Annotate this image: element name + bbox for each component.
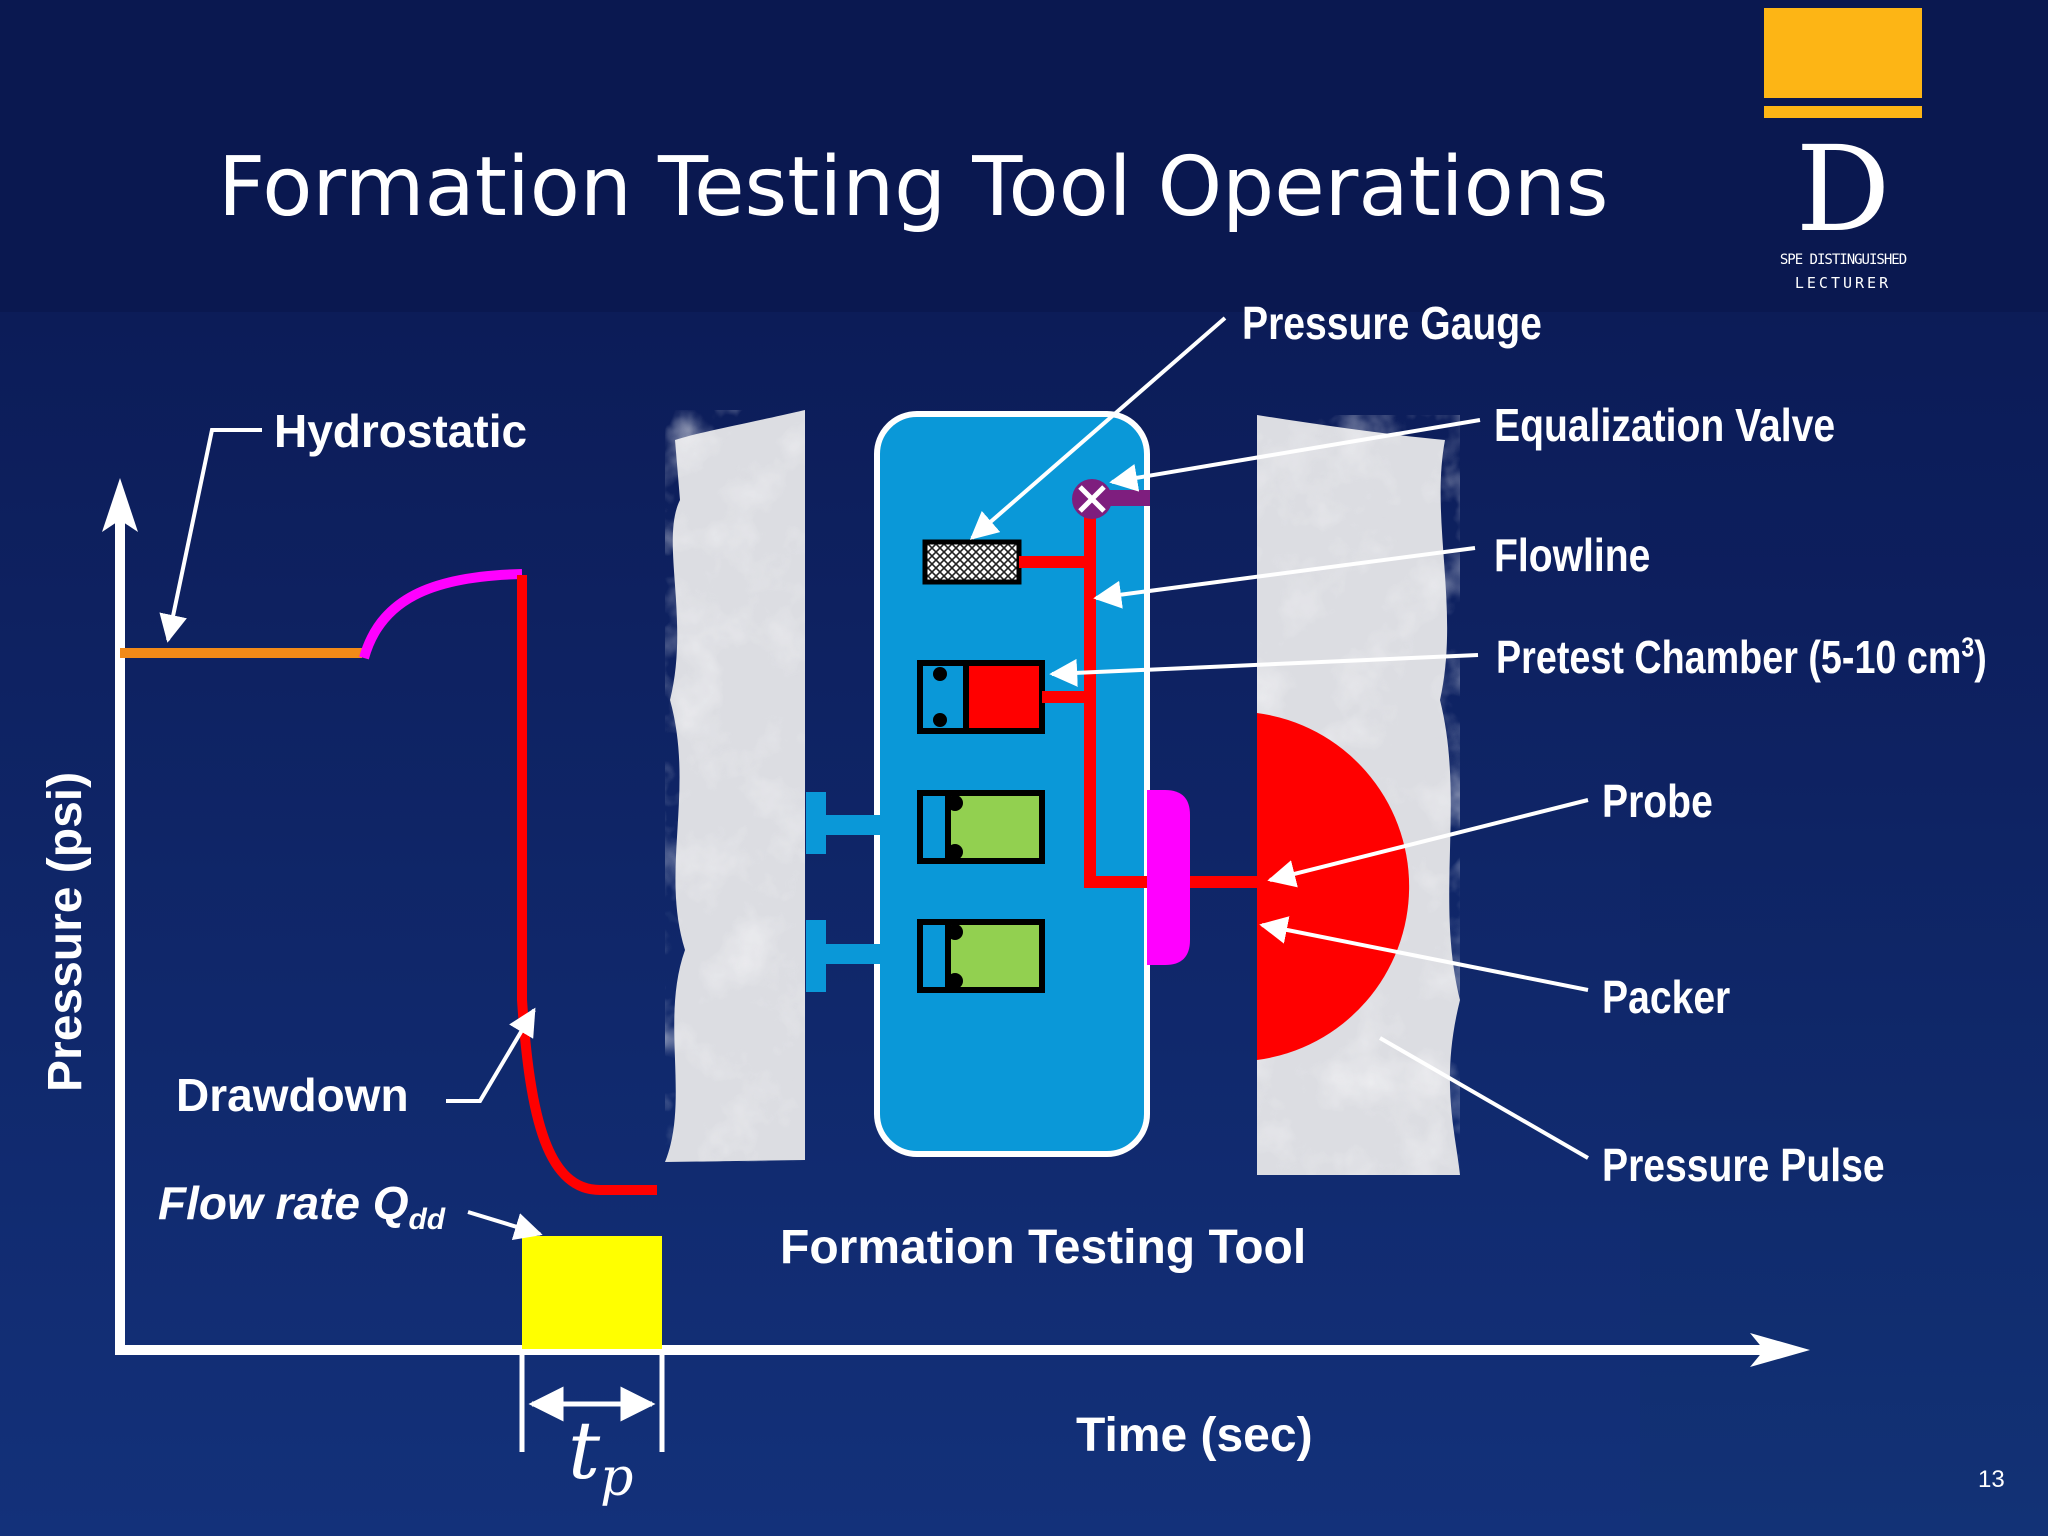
flow-rate-arrow (467, 1210, 543, 1241)
packer-backing (1147, 790, 1190, 965)
pretest-chamber (917, 660, 1045, 734)
drawdown-arrow (446, 1007, 536, 1103)
logo-line1: SPE DISTINGUISHED (1779, 252, 1907, 268)
label-probe: Probe (1602, 775, 1713, 827)
setting-piston-upper (806, 792, 920, 854)
flow-rate-text: Flow rate Q (158, 1177, 409, 1229)
piston-upper (917, 790, 1045, 864)
logo-line2: LECTURER (1794, 274, 1892, 292)
equalization-valve (1072, 479, 1150, 519)
hydrostatic-arrow (159, 428, 262, 643)
tool-body (874, 411, 1150, 1157)
slide-title: Formation Testing Tool Operations (218, 140, 1609, 235)
page-number: 13 (1978, 1466, 2005, 1493)
label-tool-caption: Formation Testing Tool (780, 1221, 1307, 1274)
x-axis-label: Time (sec) (1076, 1409, 1313, 1462)
flowline (1019, 505, 1262, 888)
label-pretest-chamber: Pretest Chamber (5-10 cm3) (1496, 630, 1987, 684)
label-equalization-valve: Equalization Valve (1494, 399, 1836, 451)
label-hydrostatic: Hydrostatic (274, 405, 528, 457)
tp-main: t (568, 1404, 601, 1497)
label-flow-rate: Flow rate Qdd (158, 1176, 445, 1237)
tp-dimension (519, 1355, 665, 1452)
y-axis-label: Pressure (psi) (39, 771, 92, 1092)
logo-letter: D (1795, 120, 1891, 258)
pressure-gauge (922, 539, 1022, 585)
piston-lower (917, 919, 1045, 993)
pretest-superscript: 3 (1961, 631, 1975, 663)
pretest-text: Pretest Chamber (5-10 cm (1496, 631, 1962, 683)
tp-label: tp (568, 1404, 633, 1508)
logo-gold-bar (1764, 106, 1922, 118)
spe-logo: D SPE DISTINGUISHED LECTURER (1764, 8, 1922, 308)
setting-piston-lower (806, 920, 920, 992)
flow-rate-box (522, 1236, 662, 1349)
label-pressure-pulse: Pressure Pulse (1602, 1139, 1885, 1191)
y-axis-arrowhead (102, 478, 138, 532)
label-packer: Packer (1602, 971, 1731, 1023)
leader-lines (969, 316, 1589, 1160)
pretest-close: ) (1974, 631, 1987, 683)
tp-subscript: p (600, 1448, 634, 1508)
buildup-curve (359, 569, 523, 660)
title-band (0, 0, 2048, 312)
drawdown-curve (517, 575, 657, 1195)
flow-rate-subscript: dd (408, 1203, 446, 1237)
label-pressure-gauge: Pressure Gauge (1242, 297, 1542, 349)
probe-packer (1257, 713, 1410, 1060)
x-axis-arrowhead (1750, 1333, 1810, 1367)
logo-gold-block (1764, 8, 1922, 98)
formation-left (665, 410, 805, 1162)
label-flowline: Flowline (1494, 529, 1651, 581)
label-drawdown: Drawdown (176, 1069, 409, 1121)
